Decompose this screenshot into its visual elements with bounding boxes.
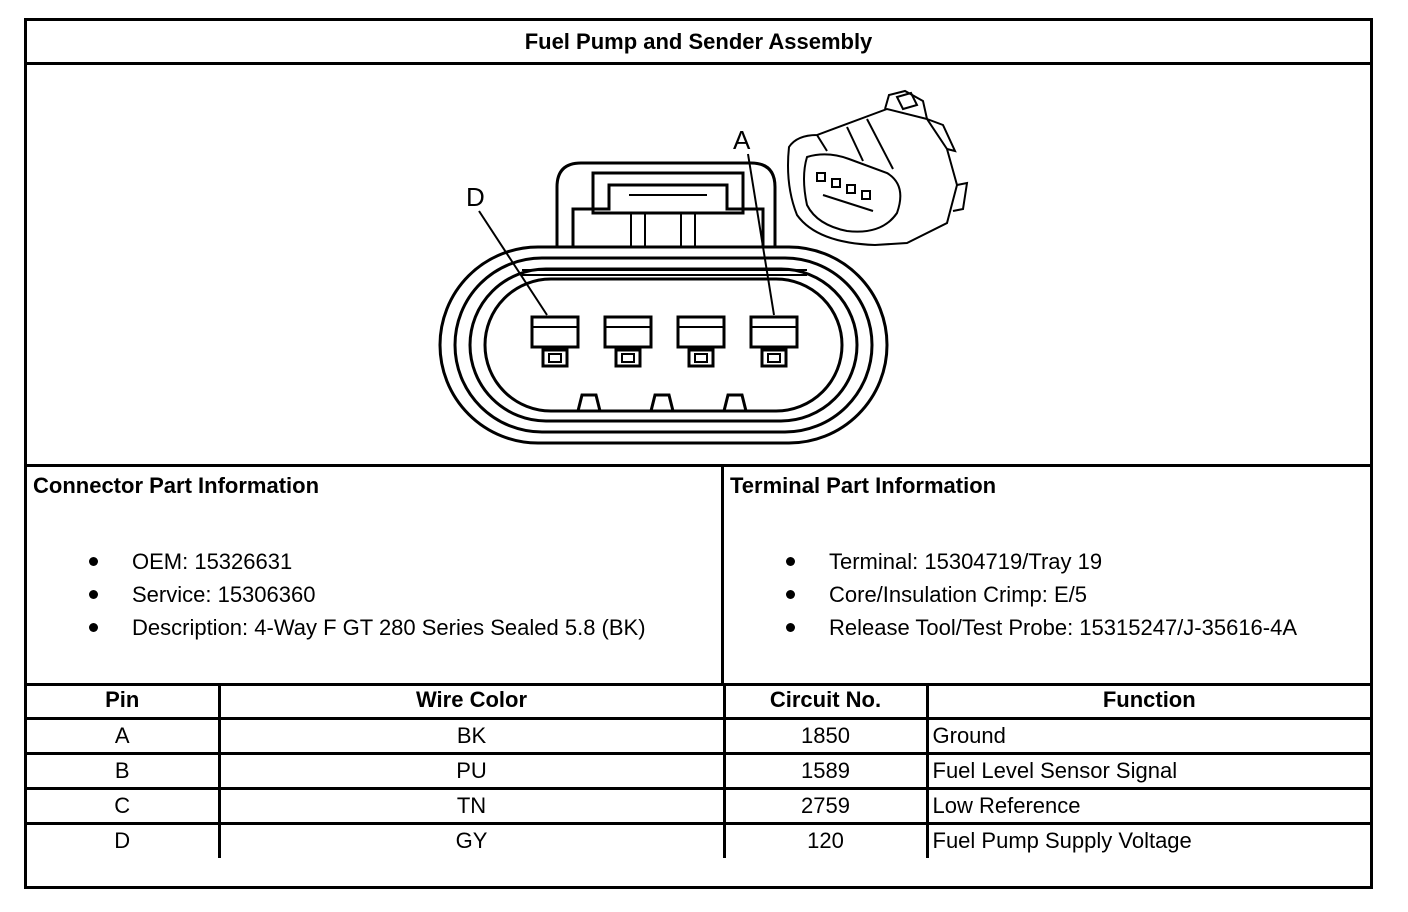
cell-wire-color: BK <box>217 716 726 755</box>
cell-circuit-no: 1850 <box>722 716 929 755</box>
terminal-crimp: Core/Insulation Crimp: E/5 <box>829 582 1087 607</box>
bullet-icon <box>89 623 98 632</box>
pin-label-d: D <box>466 182 485 212</box>
list-item: Release Tool/Test Probe: 15315247/J-3561… <box>730 611 1364 644</box>
polarization-key-1 <box>576 393 602 412</box>
leader-line-d <box>478 210 548 316</box>
header-pin: Pin <box>27 683 221 720</box>
bullet-icon <box>786 623 795 632</box>
cell-function: Low Reference <box>925 786 1370 825</box>
list-item: Service: 15306360 <box>33 578 715 611</box>
list-item: Terminal: 15304719/Tray 19 <box>730 545 1364 578</box>
cell-pin: A <box>27 716 221 755</box>
sheet-title: Fuel Pump and Sender Assembly <box>27 21 1370 65</box>
connector-outer-shell <box>438 245 889 445</box>
header-wire-color: Wire Color <box>217 683 726 720</box>
cell-wire-color: TN <box>217 786 726 825</box>
terminal-part-info-heading: Terminal Part Information <box>730 473 997 498</box>
list-item: Description: 4-Way F GT 280 Series Seale… <box>33 611 715 644</box>
cell-circuit-no: 120 <box>722 821 929 858</box>
latch-window <box>591 171 745 215</box>
cell-wire-color: GY <box>217 821 726 858</box>
terminal-number: Terminal: 15304719/Tray 19 <box>829 549 1103 574</box>
connector-iso-view <box>787 89 969 247</box>
terminal-part-info: Terminal Part Information Terminal: 1530… <box>724 467 1370 683</box>
header-function: Function <box>925 683 1370 720</box>
polarization-key-2 <box>649 393 675 412</box>
cavity-pin-b <box>676 315 726 368</box>
table-row: C TN 2759 Low Reference <box>27 786 1370 825</box>
cell-pin: B <box>27 751 221 790</box>
connector-service: Service: 15306360 <box>132 582 316 607</box>
connector-diagram-area: D A <box>27 65 1370 467</box>
connector-cavity-face <box>483 277 844 413</box>
bullet-icon <box>786 590 795 599</box>
list-item: Core/Insulation Crimp: E/5 <box>730 578 1364 611</box>
connector-oem: OEM: 15326631 <box>132 549 293 574</box>
terminal-release-tool: Release Tool/Test Probe: 15315247/J-3561… <box>829 615 1298 640</box>
part-info-row: Connector Part Information OEM: 15326631… <box>27 467 1370 686</box>
cavity-pin-a <box>749 315 799 368</box>
list-item: OEM: 15326631 <box>33 545 715 578</box>
table-row: B PU 1589 Fuel Level Sensor Signal <box>27 751 1370 790</box>
cell-function: Fuel Level Sensor Signal <box>925 751 1370 790</box>
connector-sheet: Fuel Pump and Sender Assembly <box>24 18 1373 889</box>
polarization-key-3 <box>722 393 748 412</box>
terminal-part-info-list: Terminal: 15304719/Tray 19 Core/Insulati… <box>730 545 1364 644</box>
cavity-pin-d <box>530 315 580 368</box>
cell-circuit-no: 2759 <box>722 786 929 825</box>
bullet-icon <box>786 557 795 566</box>
bullet-icon <box>89 557 98 566</box>
bullet-icon <box>89 590 98 599</box>
cell-function: Fuel Pump Supply Voltage <box>925 821 1370 858</box>
connector-part-info: Connector Part Information OEM: 15326631… <box>27 467 724 683</box>
cavity-pin-c <box>603 315 653 368</box>
cell-circuit-no: 1589 <box>722 751 929 790</box>
connector-face-diagram: D A <box>438 89 969 445</box>
connector-seal-ring <box>453 256 874 434</box>
connector-description: Description: 4-Way F GT 280 Series Seale… <box>132 615 646 640</box>
latch-housing-outline <box>555 161 777 247</box>
pin-label-a: A <box>733 125 751 155</box>
cell-pin: C <box>27 786 221 825</box>
connector-part-info-heading: Connector Part Information <box>33 473 320 498</box>
connector-part-info-list: OEM: 15326631 Service: 15306360 Descript… <box>33 545 715 644</box>
leader-line-a <box>747 153 775 316</box>
table-header-row: Pin Wire Color Circuit No. Function <box>27 683 1370 720</box>
table-row: A BK 1850 Ground <box>27 716 1370 755</box>
table-row: D GY 120 Fuel Pump Supply Voltage <box>27 821 1370 858</box>
cell-function: Ground <box>925 716 1370 755</box>
pinout-table: Pin Wire Color Circuit No. Function A BK… <box>27 683 1370 858</box>
cell-wire-color: PU <box>217 751 726 790</box>
cell-pin: D <box>27 821 221 858</box>
header-circuit-no: Circuit No. <box>722 683 929 720</box>
connector-inner-ring <box>468 267 859 423</box>
